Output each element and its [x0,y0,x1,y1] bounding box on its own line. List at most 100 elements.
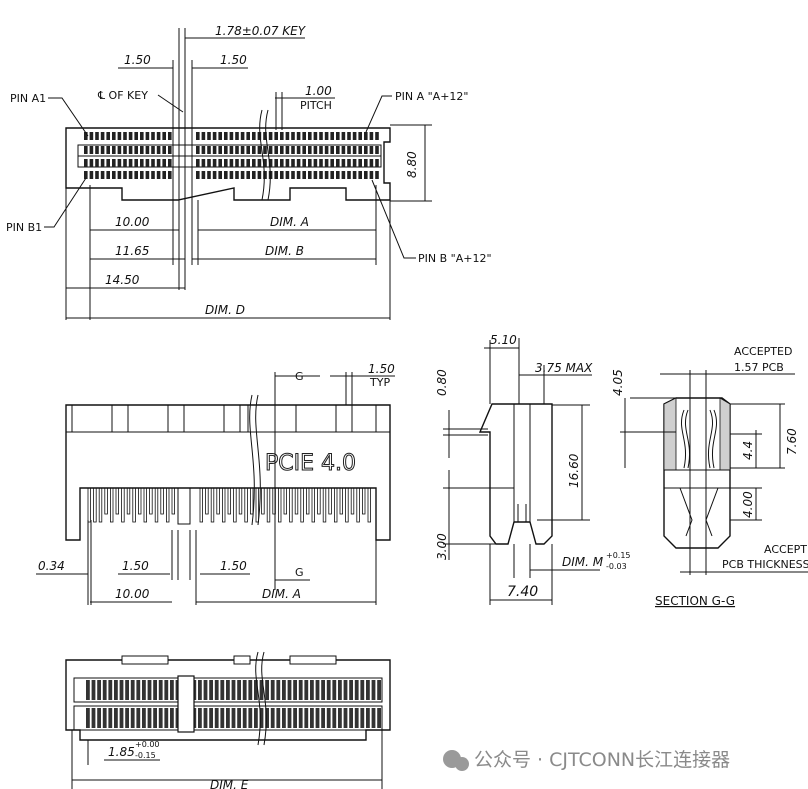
top-pin [369,146,374,154]
top-pin [145,132,150,140]
top-pin [308,132,312,140]
dim-b: DIM. B [265,244,304,258]
bottom-pin [119,708,124,728]
bottom-pin [102,708,107,728]
front-pin [233,487,237,523]
pitch-value: 1.00 [305,84,332,98]
dim-1-85-tol-plus: +0.00 [135,740,160,749]
front-pin [300,487,304,523]
front-pin [104,487,108,515]
top-pin [140,146,144,154]
top-pin [95,171,99,179]
top-pin [291,171,295,179]
bottom-pin [97,680,101,700]
bottom-pin [91,708,96,728]
top-pin [285,132,290,140]
front-pin [289,487,293,523]
dim-m-tol-plus: +0.15 [606,551,631,560]
top-pin [296,146,301,154]
front-pin [98,487,103,523]
top-pin [313,146,318,154]
top-pin [347,146,351,154]
bottom-pin [119,680,124,700]
bottom-pin [147,680,152,700]
top-pin [369,132,374,140]
bottom-key-block [177,675,195,733]
bottom-pin [153,708,157,728]
pitch-label: PITCH [300,99,332,112]
top-pin [291,146,295,154]
top-pin [123,159,127,167]
bottom-pin [332,708,337,728]
watermark-text: 公众号 · CJTCONN长江连接器 [474,749,730,771]
bottom-pin [332,680,337,700]
top-pin [218,171,222,179]
top-pin [224,132,228,140]
top-pin [106,171,110,179]
top-pin [252,146,256,154]
top-pin [156,132,161,140]
bottom-pin [360,708,365,728]
bottom-pin [366,708,370,728]
front-pin [205,487,209,515]
bottom-pin [203,680,208,700]
bottom-pin [102,680,107,700]
section-contact-right [708,409,718,469]
top-pin [156,146,161,154]
top-pin [134,171,138,179]
top-pin [218,132,222,140]
bottom-pin [170,708,174,728]
front-break-mark [249,394,261,526]
front-pin [227,487,231,515]
front-pin [132,487,136,523]
bottom-pin [114,680,118,700]
top-pin [162,159,166,167]
bottom-pin [321,708,325,728]
front-dim-1-50-left: 1.50 [122,559,149,573]
top-pin [296,132,301,140]
bottom-pin [287,680,292,700]
top-pin [268,159,273,167]
top-pin [235,146,239,154]
dim-0-80: 0.80 [435,369,449,396]
bottom-pin [242,708,247,728]
top-pin [308,159,312,167]
top-pin [319,159,323,167]
front-pin [305,487,310,515]
bottom-pin [198,680,202,700]
front-pin [266,487,271,523]
top-pin [257,146,262,154]
front-pin [339,487,343,515]
bottom-pin [298,708,303,728]
bottom-pin [220,680,225,700]
dim-10-00-top: 10.00 [115,215,150,229]
section-contact-left [680,409,690,469]
top-pin [252,159,256,167]
front-pin [165,487,170,523]
top-pin [224,146,228,154]
top-pin [330,146,334,154]
bottom-pin [226,680,230,700]
top-pin [352,159,357,167]
dim-a-top: DIM. A [270,215,309,229]
dim-11-65: 11.65 [115,244,149,258]
front-pin [143,487,147,523]
bottom-pin [158,680,163,700]
bottom-pin [321,680,325,700]
top-pin [240,159,245,167]
front-view: PCIE 4.0 G 1.50 TYP 0.34 1.50 1.50 G 10.… [36,362,395,605]
bottom-pin [270,680,275,700]
front-pin [277,487,282,523]
top-pin [274,171,278,179]
top-pin [128,132,133,140]
bottom-pin [293,708,297,728]
top-pin [291,159,295,167]
side-housing-outline [478,403,553,545]
top-pin [89,146,94,154]
bottom-pin [349,680,353,700]
top-pin [196,146,200,154]
top-pin [145,159,150,167]
top-pin [168,146,172,154]
top-pin [358,171,362,179]
dim-0-34: 0.34 [38,559,65,573]
